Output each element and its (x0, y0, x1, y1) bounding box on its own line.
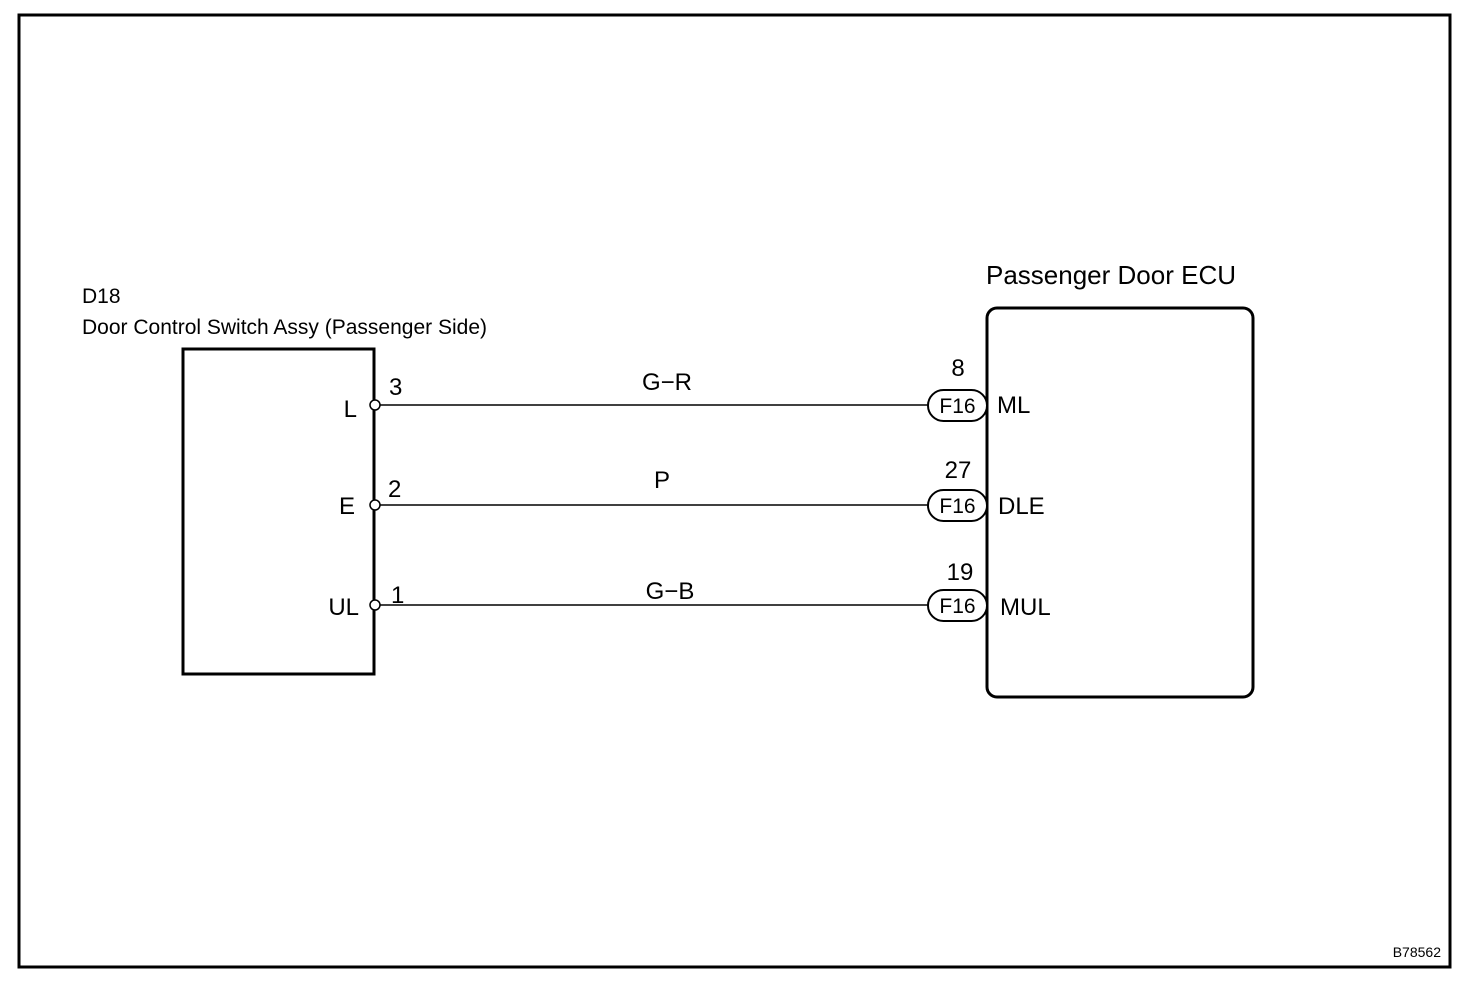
connector-code: F16 (939, 595, 975, 618)
wire-color-code: G−B (646, 578, 695, 605)
wire-row-3: UL 1 G−B 19 F16 MUL (328, 559, 1051, 622)
left-component-name: Door Control Switch Assy (Passenger Side… (82, 316, 487, 339)
right-component-name: Passenger Door ECU (986, 260, 1236, 290)
left-pin-label: UL (328, 594, 359, 621)
wire-color-code: G−R (642, 369, 692, 396)
left-pin-label: L (344, 396, 357, 423)
diagram-frame (17, 13, 1452, 969)
wire-row-2: E 2 P 27 F16 DLE (339, 457, 1045, 522)
right-pin-number: 27 (945, 457, 972, 484)
connector-code: F16 (939, 395, 975, 418)
left-pin-label: E (339, 493, 355, 520)
connector-badge (927, 389, 988, 422)
right-pin-label: DLE (998, 493, 1045, 520)
connector-badge (927, 489, 988, 522)
connector-code: F16 (939, 495, 975, 518)
right-pin-number: 8 (951, 355, 964, 382)
left-pin-number: 1 (391, 582, 404, 609)
terminal-circle (369, 499, 381, 511)
terminal-circle (369, 599, 381, 611)
right-pin-label: MUL (1000, 594, 1051, 621)
door-control-switch-box (181, 347, 376, 676)
left-pin-number: 3 (389, 374, 402, 401)
connector-badge (927, 589, 988, 622)
wire-color-code: P (654, 467, 670, 494)
right-pin-label: ML (997, 392, 1030, 419)
terminal-circle (369, 399, 381, 411)
wire-row-1: L 3 G−R 8 F16 ML (344, 355, 1031, 423)
figure-id: B78562 (1393, 944, 1441, 960)
right-pin-number: 19 (947, 559, 974, 586)
left-component-code: D18 (82, 285, 121, 308)
left-pin-number: 2 (388, 476, 401, 503)
